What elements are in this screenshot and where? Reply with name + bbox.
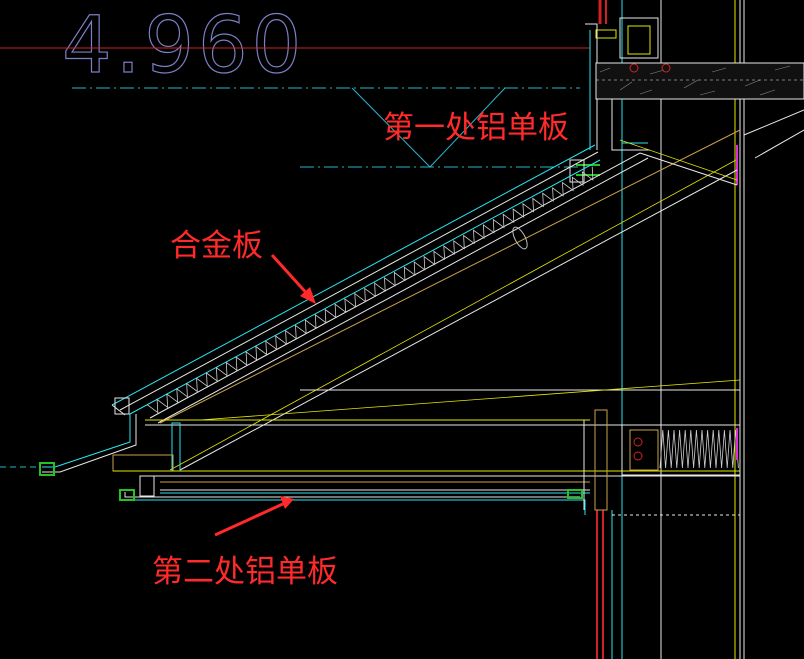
elevation-label: 4.960 xyxy=(62,1,305,91)
sloped-roof-panel xyxy=(111,129,741,471)
label-alloy-panel: 合金板 xyxy=(170,228,263,264)
label-second-aluminum-panel: 第二处铝单板 xyxy=(152,554,338,590)
upper-bracket xyxy=(569,99,804,245)
elevation-marker xyxy=(0,87,580,468)
eave-frame xyxy=(39,414,740,515)
right-structure xyxy=(585,0,745,659)
annotation-arrows xyxy=(214,253,316,537)
label-first-aluminum-panel: 第一处铝单板 xyxy=(383,110,569,146)
lower-wall-insulation xyxy=(583,409,741,516)
concrete-slab xyxy=(595,62,804,100)
